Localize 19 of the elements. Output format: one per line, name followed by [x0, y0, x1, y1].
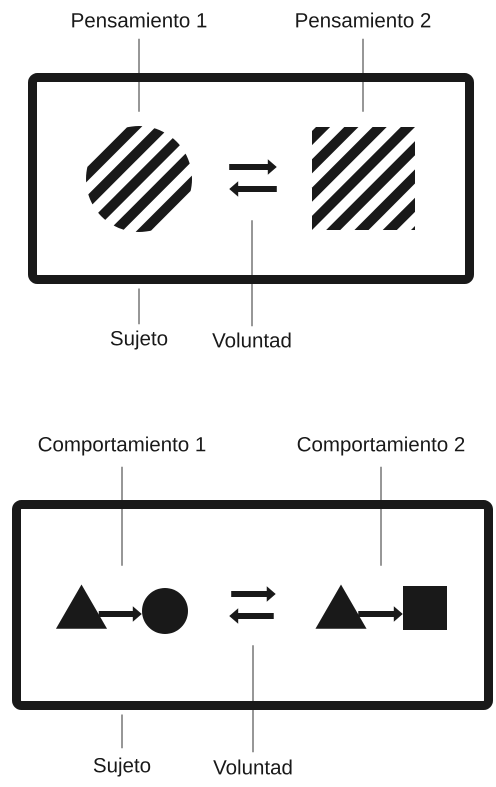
frame — [28, 73, 474, 284]
label: Sujeto — [110, 330, 168, 350]
leader-line — [252, 644, 254, 753]
label: Comportamiento 1 — [38, 436, 206, 456]
square — [403, 586, 447, 630]
hatched-circle — [86, 126, 192, 232]
leader-line — [138, 288, 140, 325]
leader-line — [380, 466, 382, 566]
circle — [142, 588, 188, 634]
label: Pensamiento 1 — [72, 12, 206, 28]
triangle — [56, 584, 108, 629]
label: Pensamiento 2 — [296, 12, 430, 28]
label: Voluntad — [212, 332, 291, 348]
leader-line — [362, 38, 364, 112]
label: Comportamiento 2 — [298, 436, 464, 456]
label: Voluntad — [213, 759, 292, 775]
frame — [12, 500, 493, 710]
label: Sujeto — [94, 757, 150, 777]
triangle — [315, 584, 367, 629]
